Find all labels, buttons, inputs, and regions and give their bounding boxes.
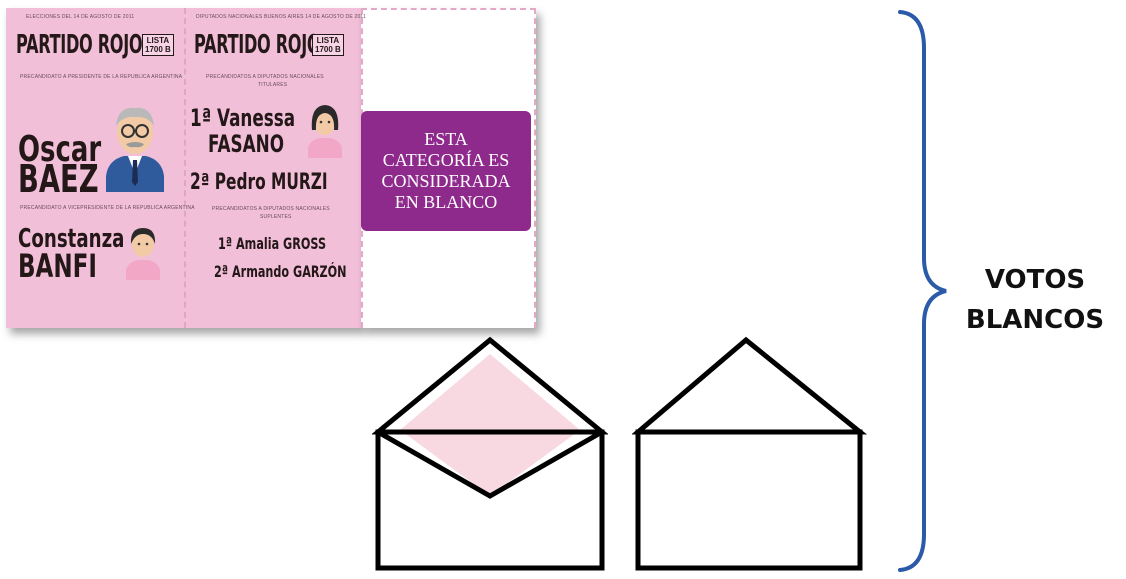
col1-category2-label: PRECANDIDATO A VICEPRESIDENTE DE LA REPU… — [20, 205, 195, 211]
man-avatar-icon — [102, 102, 168, 192]
notice-line-1: ESTA — [361, 129, 531, 150]
col2-lista-badge: LISTA 1700 B — [312, 34, 344, 56]
col1-lista-badge: LISTA 1700 B — [142, 34, 174, 56]
woman-avatar-icon — [304, 100, 346, 158]
votos-blancos-label: VOTOS BLANCOS — [960, 260, 1110, 340]
col1-party-name: PARTIDO ROJO — [16, 30, 142, 60]
curly-brace-icon — [890, 8, 950, 574]
col2-lista-label: LISTA — [315, 36, 341, 45]
col2-cand2-name: 2ª Pedro MURZI — [190, 172, 328, 194]
col2-category1-label: PRECANDIDATOS A DIPUTADOS NACIONALES — [206, 74, 324, 80]
blank-category-notice: ESTA CATEGORÍA ES CONSIDERADA EN BLANCO — [361, 111, 531, 231]
col2-header-small: DIPUTADOS NACIONALES BUENOS AIRES 14 DE … — [196, 14, 366, 20]
open-envelope-with-ballot-icon — [372, 334, 608, 574]
notice-line-3: CONSIDERADA — [361, 171, 531, 192]
votos-label-line1: VOTOS — [960, 260, 1110, 300]
col2-party-name: PARTIDO ROJO — [194, 30, 320, 60]
notice-line-2: CATEGORÍA ES — [361, 150, 531, 171]
woman-avatar-icon — [122, 222, 164, 280]
notice-line-4: EN BLANCO — [361, 192, 531, 213]
col2-category2-sublabel: SUPLENTES — [260, 214, 292, 220]
col1-cand2-last-name: BANFI — [18, 250, 97, 282]
col1-header-small: ELECCIONES DEL 14 DE AGOSTO DE 2011 — [26, 14, 134, 20]
ballot-column-divider — [184, 8, 186, 328]
col2-cand1-surname: FASANO — [208, 132, 284, 156]
col2-cand4-name: 2ª Armando GARZÓN — [214, 264, 347, 280]
col2-cand3-name: 1ª Amalia GROSS — [218, 236, 326, 252]
open-envelope-empty-icon — [632, 334, 868, 574]
col2-lista-number: 1700 B — [315, 45, 341, 54]
col2-category2-label: PRECANDIDATOS A DIPUTADOS NACIONALES — [212, 206, 330, 212]
col2-cand1-name: 1ª Vanessa — [190, 106, 295, 130]
votos-label-line2: BLANCOS — [960, 300, 1110, 340]
col1-lista-label: LISTA — [145, 36, 171, 45]
col1-category1-label: PRECANDIDATO A PRESIDENTE DE LA REPUBLIC… — [20, 74, 182, 80]
col2-category1-sublabel: TITULARES — [258, 82, 287, 88]
col1-cand1-last-name: BAEZ — [18, 160, 99, 198]
col1-lista-number: 1700 B — [145, 45, 171, 54]
